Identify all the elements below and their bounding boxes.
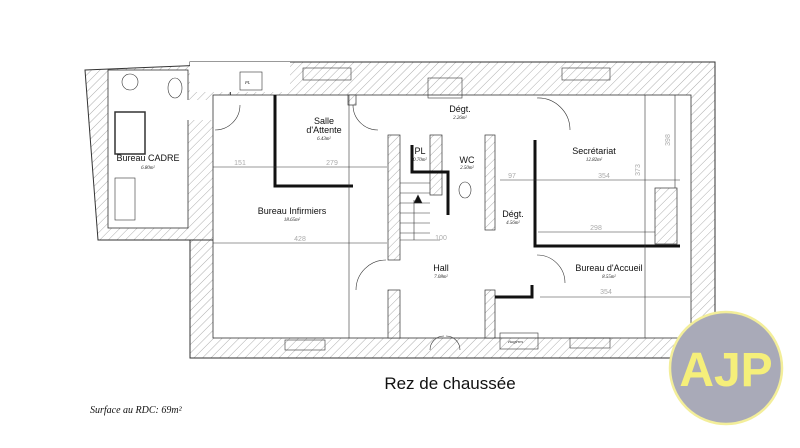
room-area: 7.08m² <box>434 274 448 280</box>
room-area: 12.82m² <box>586 157 603 163</box>
room-area: 8.55m² <box>602 274 616 280</box>
shelves-label: étagères <box>508 339 523 344</box>
dimension-label: 428 <box>294 236 306 243</box>
dimension-label: 354 <box>598 173 610 180</box>
room-bureau-cadre: Bureau CADRE <box>116 153 179 163</box>
room-area: 2.50m² <box>460 165 474 171</box>
room-area: 2.26m² <box>453 115 467 121</box>
logo-text: AJP <box>679 344 772 397</box>
pl-box-label: PL <box>244 80 251 85</box>
room-area: 6.43m² <box>317 136 331 142</box>
room-pl: PL <box>414 146 425 156</box>
dimension-label: 298 <box>590 225 602 232</box>
room-secretariat: Secrétariat <box>572 146 616 156</box>
doors <box>114 67 611 351</box>
room-area: 0.70m² <box>413 157 427 163</box>
dimension-label: 97 <box>508 173 516 180</box>
partitions <box>273 95 680 299</box>
room-degagement-1: Dégt. <box>449 104 471 114</box>
dimension-lines <box>213 95 690 338</box>
dimension-label: 151 <box>234 160 246 167</box>
dimension-label: 373 <box>635 164 642 176</box>
room-labels: Bureau CADRE 6.80m² Salle d'Attente 6.43… <box>116 104 642 280</box>
room-hall: Hall <box>433 263 449 273</box>
room-wc: WC <box>460 155 475 165</box>
room-area: 6.80m² <box>141 165 155 171</box>
dimension-label: 398 <box>665 134 672 146</box>
room-salle-attente: Salle <box>314 116 334 126</box>
room-area: 4.56m² <box>506 220 520 226</box>
room-degagement-2: Dégt. <box>502 209 524 219</box>
staircase <box>400 182 430 234</box>
ajp-logo: AJP <box>668 310 784 426</box>
dimension-label: 100 <box>435 235 447 242</box>
room-bureau-accueil: Bureau d'Accueil <box>575 263 642 273</box>
room-salle-attente-line2: d'Attente <box>306 125 341 135</box>
room-area: 18.65m² <box>284 217 301 223</box>
dimension-label: 354 <box>600 289 612 296</box>
plan-title: Rez de chaussée <box>384 374 516 393</box>
dimension-labels: 151 279 428 97 354 298 373 398 100 354 P… <box>234 80 672 344</box>
inner-walls <box>347 94 678 339</box>
interior <box>107 69 692 339</box>
surface-label: Surface au RDC: 69m² <box>90 405 182 416</box>
room-bureau-infirmiers: Bureau Infirmiers <box>258 206 327 216</box>
dimension-label: 279 <box>326 160 338 167</box>
